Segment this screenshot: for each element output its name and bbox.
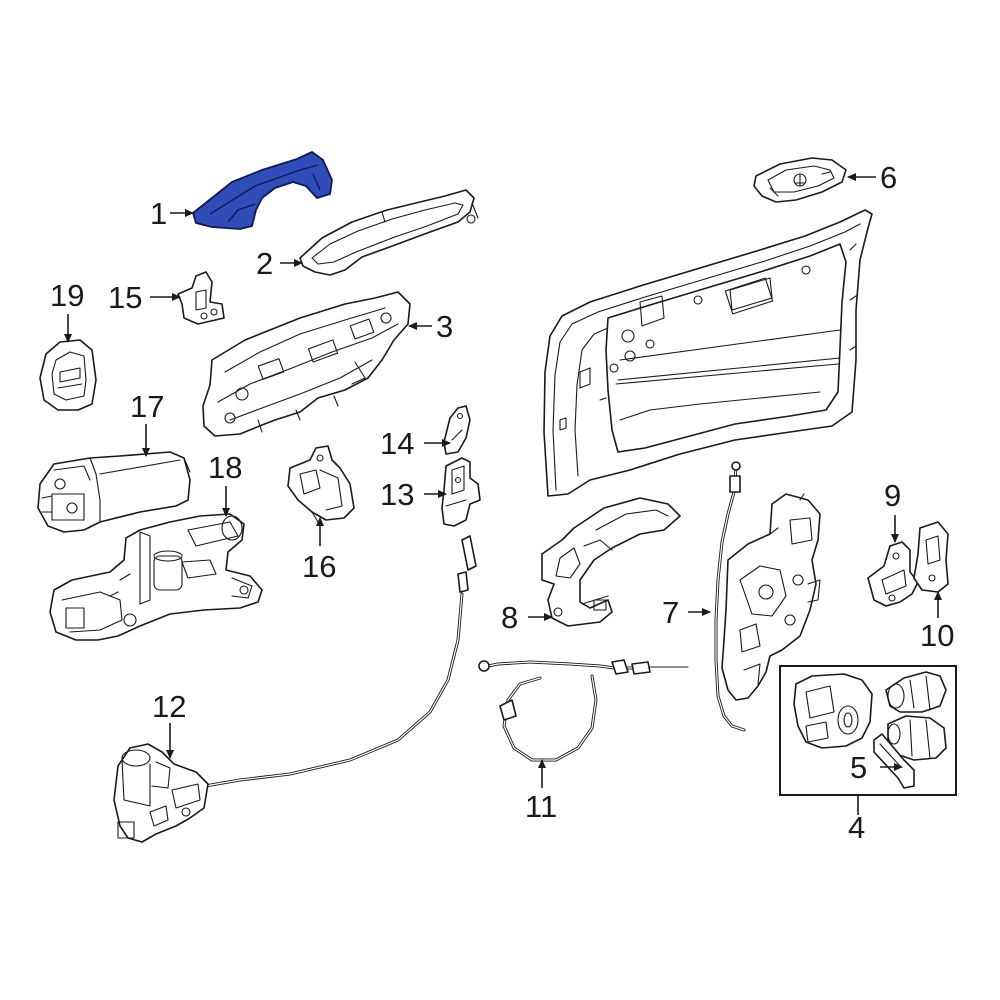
callout-labels: 1 2 3 4 5 6 7 8 9 10 11 12 13 14 15 16 1… — [50, 160, 954, 845]
part-15-bracket[interactable] — [177, 271, 225, 325]
callout-7: 7 — [662, 595, 679, 630]
part-8-reinforcement[interactable] — [541, 497, 681, 627]
callout-3: 3 — [436, 309, 453, 344]
callout-14: 14 — [380, 426, 414, 461]
part-2-handle-gasket[interactable] — [299, 189, 479, 276]
callout-4: 4 — [848, 810, 865, 845]
callout-5: 5 — [850, 750, 867, 785]
part-13-rod-bracket[interactable] — [441, 457, 481, 527]
part-12-lock-motor[interactable] — [113, 743, 209, 843]
callout-11: 11 — [525, 789, 557, 824]
callout-2: 2 — [256, 246, 273, 281]
callout-12: 12 — [152, 689, 186, 724]
part-18-lock-actuator[interactable] — [49, 513, 263, 641]
part-10-striker-shim[interactable] — [913, 521, 949, 593]
callout-15: 15 — [108, 280, 142, 315]
part-19-lock-cap[interactable] — [39, 339, 97, 411]
part-3-handle-carrier[interactable] — [202, 291, 411, 437]
callout-1: 1 — [150, 196, 167, 231]
part-9-striker[interactable] — [867, 541, 919, 607]
part-6-key-fob[interactable] — [753, 157, 847, 203]
callout-13: 13 — [380, 477, 414, 512]
part-16-latch-bracket[interactable] — [287, 445, 355, 523]
part-14-clip[interactable] — [443, 405, 471, 455]
callout-18: 18 — [208, 450, 242, 485]
part-7-door-latch[interactable] — [714, 461, 821, 732]
part-17-lock-module[interactable] — [37, 451, 191, 533]
door-shell[interactable] — [543, 209, 873, 497]
part-4-lock-cylinder-kit[interactable] — [779, 665, 957, 796]
callout-19: 19 — [50, 278, 84, 313]
callout-8: 8 — [501, 600, 518, 635]
callout-9: 9 — [884, 478, 901, 513]
callout-6: 6 — [880, 160, 897, 195]
part-11-handle-cable[interactable] — [478, 659, 689, 762]
callout-16: 16 — [302, 549, 336, 584]
part-5-key-blade[interactable] — [873, 733, 915, 789]
part-1-outside-handle[interactable] — [192, 151, 333, 230]
callout-17: 17 — [130, 389, 164, 424]
cable-rod-to-actuator[interactable] — [203, 535, 477, 788]
leader-lines — [64, 173, 942, 815]
callout-10: 10 — [920, 618, 954, 653]
